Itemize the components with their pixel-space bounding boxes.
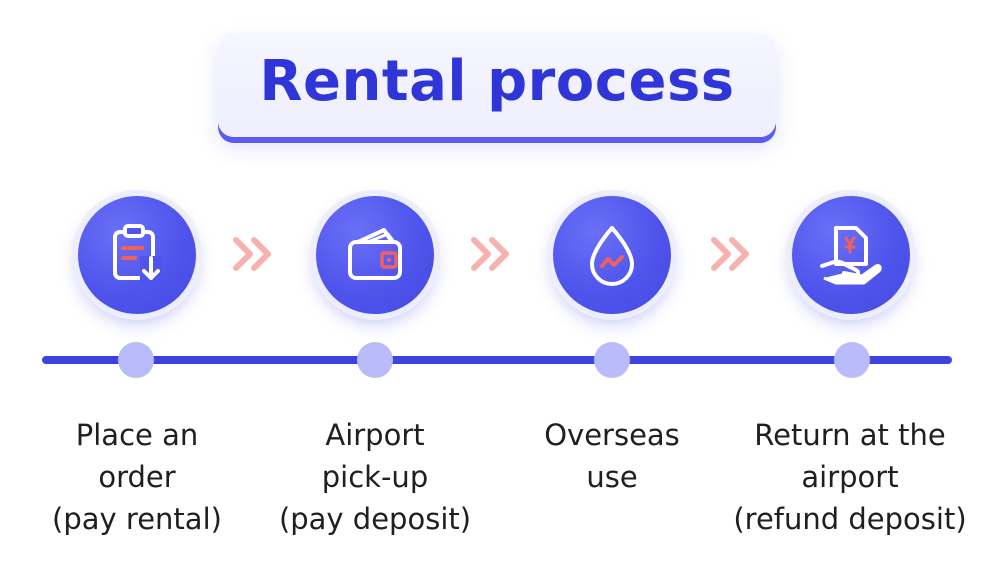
step-2-circle [316,196,434,314]
timeline-dot [834,342,870,378]
timeline-dot [357,342,393,378]
water-drop-icon [590,226,634,286]
step-4-circle [792,196,910,314]
step-label-line: order [98,460,176,494]
chevron-right-icon [471,237,509,271]
step-label-line: use [586,460,638,494]
step-label-line: pick-up [321,460,429,494]
step-label-airport-pickup: Airport pick-up (pay deposit) [245,414,505,540]
title-card: Rental process [218,33,776,137]
step-label-line: Return at the [754,418,946,452]
step-label-return-airport: Return at the airport (refund deposit) [720,414,980,540]
step-label-line: (refund deposit) [733,502,967,536]
step-label-line: (pay rental) [52,502,222,536]
hand-document-icon [820,226,882,285]
step-label-line: airport [801,460,899,494]
step-label-overseas-use: Overseas use [482,414,742,498]
step-label-line: Airport [325,418,425,452]
timeline-dot [118,342,154,378]
step-3-circle [553,196,671,314]
timeline-line [42,356,952,364]
page-title: Rental process [259,48,735,114]
chevron-right-icon [233,237,271,271]
step-label-line: (pay deposit) [278,502,472,536]
step-label-place-order: Place an order (pay rental) [7,414,267,540]
step-label-line: Overseas [544,418,680,452]
wallet-icon [348,228,402,280]
clipboard-download-icon [113,224,162,284]
chevron-right-icon [711,237,749,271]
step-label-line: Place an [75,418,199,452]
step-1-circle [78,196,196,314]
timeline-dot [594,342,630,378]
